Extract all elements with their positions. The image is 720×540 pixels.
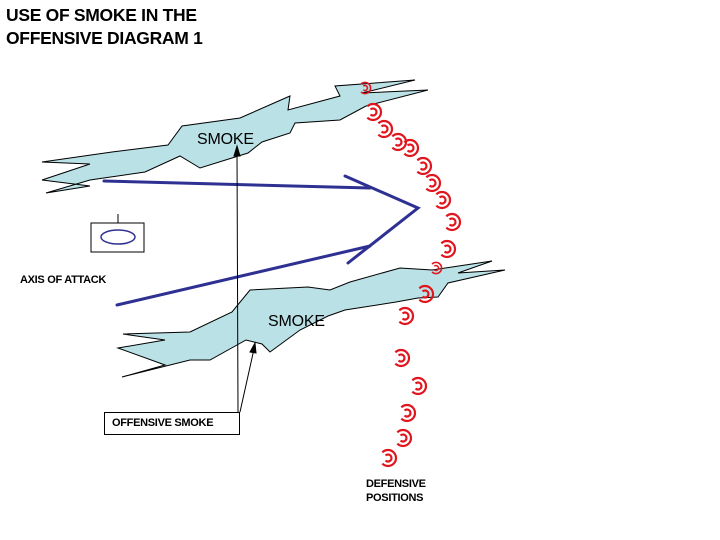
defensive-position-icon (398, 306, 415, 326)
pointer-line-top (236, 151, 239, 413)
axis-of-attack-label: AXIS OF ATTACK (20, 274, 107, 286)
defensive-position-icon (418, 284, 435, 304)
pointer-line-bottom (239, 348, 255, 413)
offensive-smoke-pointers (233, 144, 257, 413)
defensive-position-icon (403, 138, 420, 158)
defensive-positions-line (360, 81, 462, 468)
smoke-label-top: SMOKE (197, 131, 254, 148)
defensive-position-icon (440, 239, 457, 259)
title-line-2: OFFENSIVE DIAGRAM 1 (6, 28, 203, 48)
defensive-position-icon (391, 132, 408, 152)
offensive-smoke-label-box: OFFENSIVE SMOKE (104, 412, 240, 435)
title-line-1: USE OF SMOKE IN THE (6, 5, 197, 25)
defensive-position-icon (435, 190, 452, 210)
defensive-position-icon (445, 212, 462, 232)
defensive-position-icon (400, 403, 417, 423)
defensive-position-icon (381, 448, 398, 468)
pointer-head-bottom (249, 341, 257, 354)
defensive-label-line-2: POSITIONS (366, 492, 424, 504)
defensive-position-icon (431, 261, 443, 275)
pointer-head-top (233, 144, 241, 157)
smoke-cloud-bottom (116, 260, 506, 378)
defensive-position-icon (411, 376, 428, 396)
attack-line-lower (115, 244, 372, 307)
defensive-label-line-1: DEFENSIVE (366, 478, 426, 490)
defensive-position-icon (360, 81, 372, 95)
defensive-position-icon (416, 156, 433, 176)
unit-symbol-icon (90, 214, 145, 253)
smoke-cloud-top (41, 79, 429, 194)
smoke-label-bottom: SMOKE (268, 313, 325, 330)
defensive-position-icon (394, 348, 411, 368)
page-title: USE OF SMOKE IN THE OFFENSIVE DIAGRAM 1 (6, 4, 203, 50)
defensive-position-icon (377, 119, 394, 139)
defensive-position-icon (396, 428, 413, 448)
defensive-position-icon (366, 102, 383, 122)
arrowhead (343, 174, 421, 265)
defensive-positions-label: DEFENSIVE POSITIONS (366, 477, 426, 505)
offensive-smoke-label: OFFENSIVE SMOKE (112, 417, 214, 429)
defensive-position-icon (425, 173, 442, 193)
